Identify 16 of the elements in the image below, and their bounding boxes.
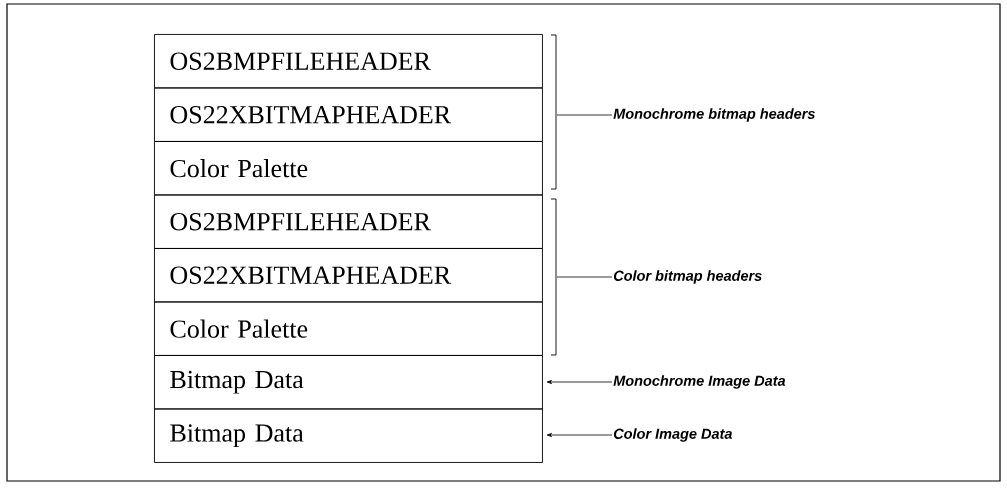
leader-line — [556, 276, 613, 278]
header-box: OS22XBITMAPHEADER — [154, 87, 543, 142]
header-box: OS2BMPFILEHEADER — [154, 194, 543, 249]
header-box: OS22XBITMAPHEADER — [154, 248, 543, 303]
arrow — [546, 433, 613, 437]
header-box: OS2BMPFILEHEADER — [154, 34, 543, 89]
side-label: Monochrome bitmap headers — [613, 108, 815, 122]
side-label: Color bitmap headers — [613, 270, 762, 284]
side-label: Monochrome Image Data — [613, 375, 786, 389]
header-box: Bitmap Data — [154, 355, 543, 410]
header-box: Bitmap Data — [154, 408, 543, 463]
header-box: Color Palette — [154, 301, 543, 356]
leader-line — [556, 114, 613, 116]
header-box: Color Palette — [154, 141, 543, 196]
side-label: Color Image Data — [613, 428, 732, 442]
arrow — [546, 380, 613, 384]
